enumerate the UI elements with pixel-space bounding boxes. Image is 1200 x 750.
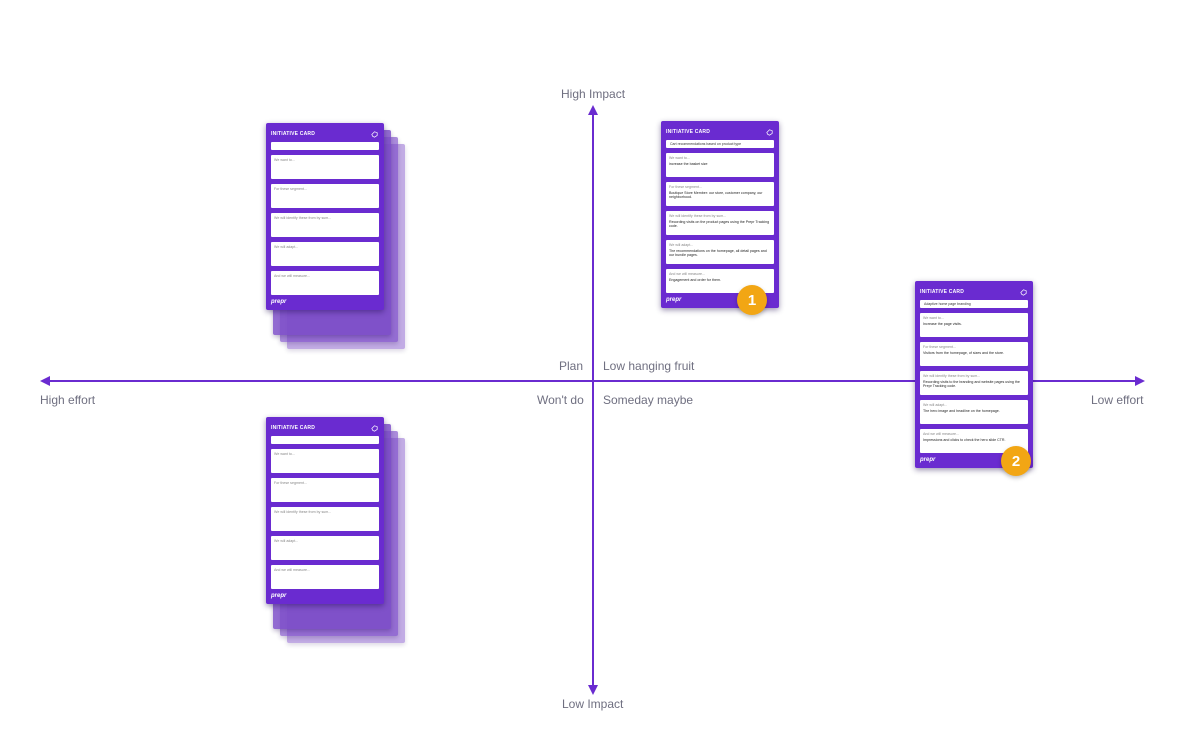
card-field: And we will measure... bbox=[271, 565, 379, 589]
card-field: We will adapt... bbox=[271, 536, 379, 560]
card-field-answer: Increase the page visits. bbox=[923, 321, 962, 326]
card-field-question: We want to... bbox=[669, 156, 690, 160]
card-field-question: We will identify these from by sum... bbox=[923, 374, 981, 378]
card-field-question: We want to... bbox=[923, 316, 944, 320]
card-field-question: We want to... bbox=[274, 158, 295, 162]
card-footer: prepr bbox=[666, 295, 774, 304]
initiative-card[interactable]: INITIATIVE CARD Adaptive home page brandi… bbox=[915, 281, 1033, 468]
card-field-answer: Visitors from the homepage, of sizes and… bbox=[923, 350, 1005, 355]
card-field: And we will measure... bbox=[271, 271, 379, 295]
hand-icon bbox=[1020, 288, 1027, 296]
initiative-card[interactable]: INITIATIVE CARD We want to... For these se… bbox=[266, 123, 384, 310]
card-title: INITIATIVE CARD bbox=[666, 129, 711, 135]
card-field: We want to... bbox=[271, 449, 379, 473]
card-main-statement: Adaptive home page branding bbox=[920, 300, 1028, 308]
card-field-answer: The hero image and headline on the homep… bbox=[923, 408, 1000, 413]
card-field: We will identify these from by sum... bbox=[271, 507, 379, 531]
brand-logo: prepr bbox=[920, 456, 936, 463]
card-field-answer: Impressions and clicks to check the hero… bbox=[923, 437, 1006, 442]
card-title: INITIATIVE CARD bbox=[271, 131, 316, 137]
card-header: INITIATIVE CARD bbox=[271, 422, 379, 434]
axis-label-right: Low effort bbox=[1091, 393, 1144, 407]
brand-logo: prepr bbox=[271, 298, 287, 305]
axis-label-left: High effort bbox=[40, 393, 96, 407]
initiative-card[interactable]: INITIATIVE CARD Cart recommendations base… bbox=[661, 121, 779, 308]
initiative-card[interactable]: INITIATIVE CARD We want to... For these se… bbox=[266, 417, 384, 604]
brand-logo: prepr bbox=[271, 592, 287, 599]
card-field-answer: increase the basket size bbox=[669, 161, 708, 166]
card-field-question: For these segment... bbox=[923, 345, 956, 349]
card-field-question: We will adapt... bbox=[274, 539, 299, 543]
card-header: INITIATIVE CARD bbox=[666, 126, 774, 138]
card-field: We will identify these from by sum...Rec… bbox=[666, 211, 774, 235]
card-main-statement: Cart recommendations based on product ty… bbox=[666, 140, 774, 148]
card-field-question: And we will measure... bbox=[274, 274, 310, 278]
card-field-question: For these segment... bbox=[669, 185, 702, 189]
card-field: We will adapt...The recommendations on t… bbox=[666, 240, 774, 264]
card-field-question: For these segment... bbox=[274, 481, 307, 485]
hand-icon bbox=[371, 424, 378, 432]
card-field-question: We will identify these from by sum... bbox=[274, 510, 332, 514]
card-field-question: And we will measure... bbox=[923, 432, 959, 436]
hand-icon bbox=[766, 128, 773, 136]
card-field: We will identify these from by sum...Rec… bbox=[920, 371, 1028, 395]
card-field-question: We will adapt... bbox=[669, 243, 694, 247]
quadrant-label-plan: Plan bbox=[559, 359, 584, 373]
card-field-question: For these segment... bbox=[274, 187, 307, 191]
card-field-answer: Recording visits on the product pages us… bbox=[669, 219, 770, 229]
card-field: We want to...increase the basket size bbox=[666, 153, 774, 177]
card-field-question: We will identify these from by sum... bbox=[274, 216, 332, 220]
card-field: We will identify these from by sum... bbox=[271, 213, 379, 237]
card-main-statement bbox=[271, 142, 379, 150]
card-field-question: We will adapt... bbox=[923, 403, 948, 407]
card-field-answer: The recommendations on the homepage, all… bbox=[669, 248, 767, 258]
card-field-question: And we will measure... bbox=[669, 272, 705, 276]
card-field-question: We want to... bbox=[274, 452, 295, 456]
card-header: INITIATIVE CARD bbox=[920, 286, 1028, 298]
card-field: For these segment...Boutique Store Membe… bbox=[666, 182, 774, 206]
card-field-question: We will identify these from by sum... bbox=[669, 214, 727, 218]
card-field-question: We will adapt... bbox=[274, 245, 299, 249]
axis-label-bottom: Low Impact bbox=[562, 697, 624, 711]
card-footer: prepr bbox=[271, 591, 379, 600]
card-field-question: And we will measure... bbox=[274, 568, 310, 572]
card-field-answer: Engagement and order for them. bbox=[669, 277, 721, 282]
card-field-answer: Boutique Store Member: our store, custom… bbox=[669, 190, 763, 200]
card-field: For these segment... bbox=[271, 184, 379, 208]
card-title: INITIATIVE CARD bbox=[920, 289, 965, 295]
card-footer: prepr bbox=[271, 297, 379, 306]
card-field: We want to...Increase the page visits. bbox=[920, 313, 1028, 337]
quadrant-label-someday-maybe: Someday maybe bbox=[603, 393, 694, 407]
card-number-badge: 1 bbox=[737, 285, 767, 315]
card-number-badge: 2 bbox=[1001, 446, 1031, 476]
card-title: INITIATIVE CARD bbox=[271, 425, 316, 431]
brand-logo: prepr bbox=[666, 296, 682, 303]
hand-icon bbox=[371, 130, 378, 138]
quadrant-label-low-hanging-fruit: Low hanging fruit bbox=[603, 359, 695, 373]
card-header: INITIATIVE CARD bbox=[271, 128, 379, 140]
card-field-answer: Recording visits to the branding and web… bbox=[923, 379, 1020, 389]
card-field: We will adapt... bbox=[271, 242, 379, 266]
card-main-statement bbox=[271, 436, 379, 444]
card-footer: prepr bbox=[920, 455, 1028, 464]
quadrant-label-wont-do: Won't do bbox=[537, 393, 584, 407]
card-field: For these segment... bbox=[271, 478, 379, 502]
card-field: We want to... bbox=[271, 155, 379, 179]
card-field: For these segment...Visitors from the ho… bbox=[920, 342, 1028, 366]
axis-label-top: High Impact bbox=[561, 87, 626, 101]
card-field: We will adapt...The hero image and headl… bbox=[920, 400, 1028, 424]
